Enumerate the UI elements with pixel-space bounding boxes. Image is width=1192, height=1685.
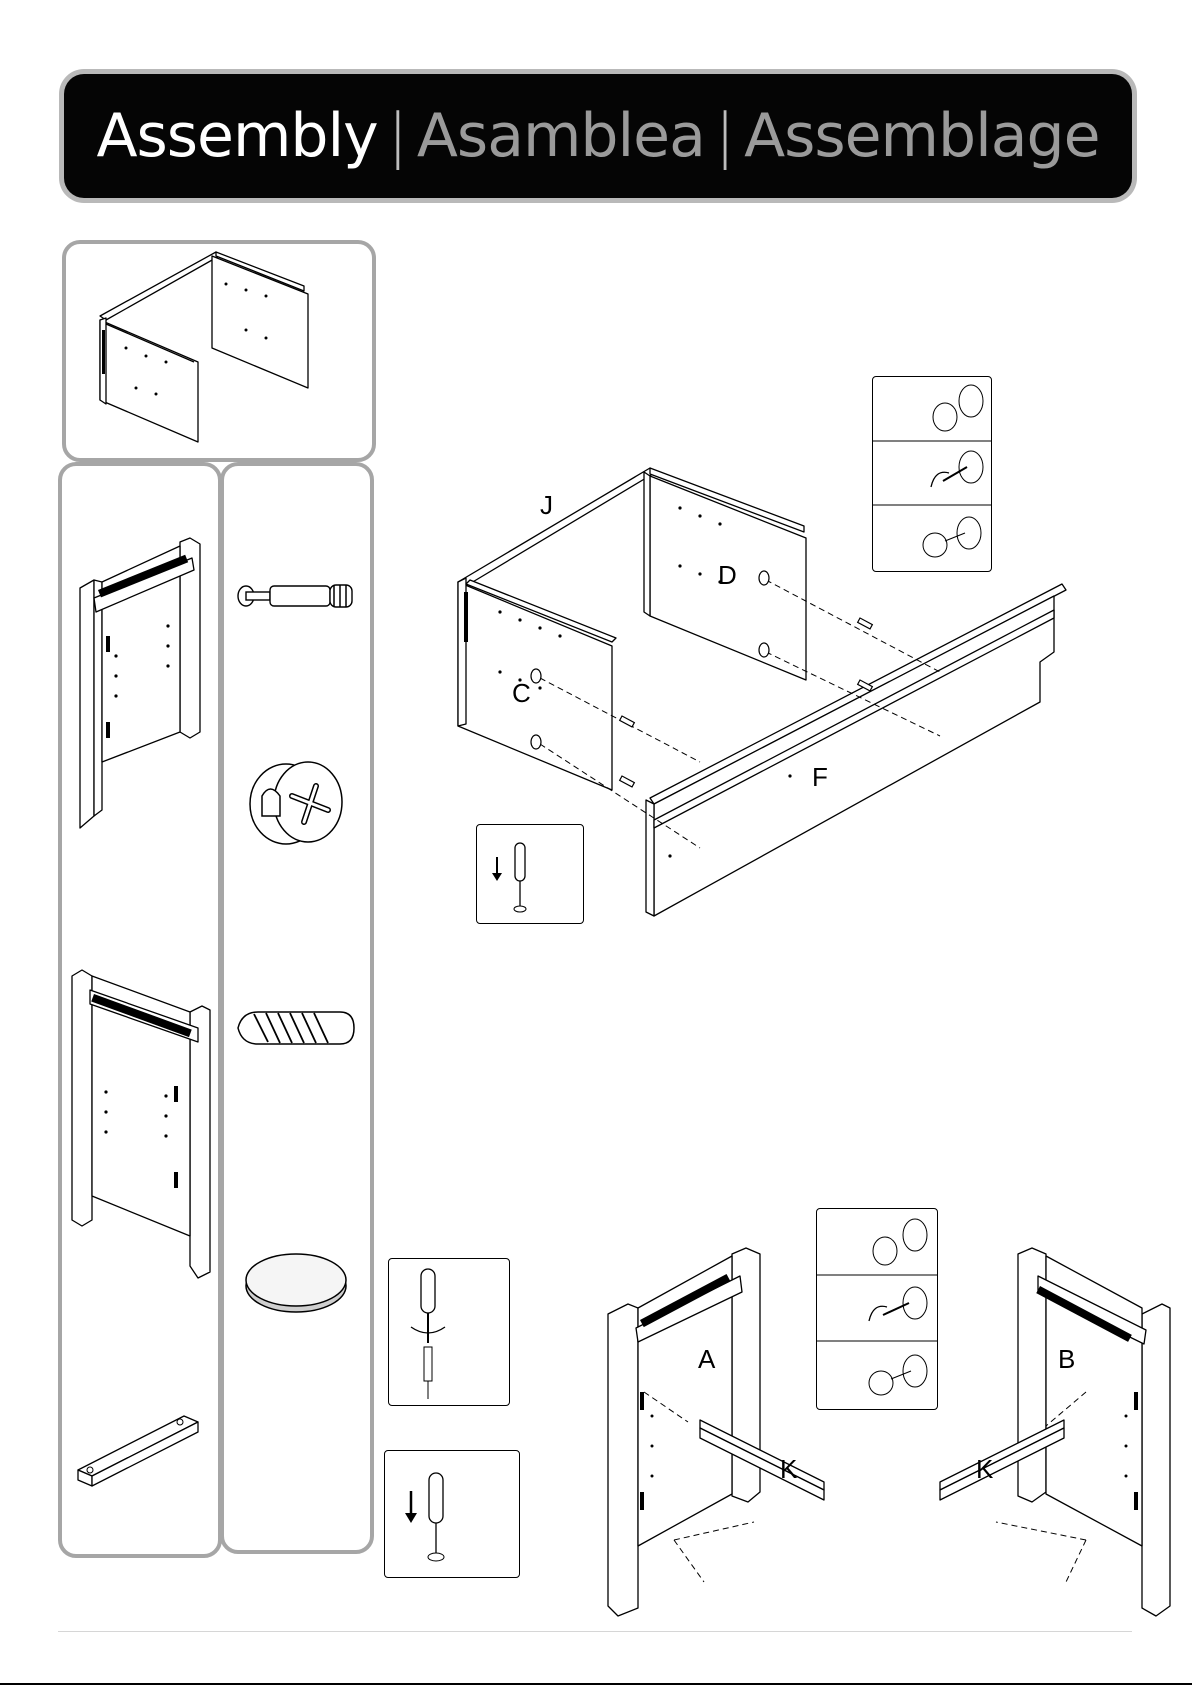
callout-cam-steps-bottom <box>816 1208 938 1410</box>
panel-label-j: J <box>540 492 553 518</box>
title-separator: | <box>715 101 734 171</box>
footer-divider <box>58 1631 1132 1632</box>
assembled-frame-preview-icon <box>66 244 372 458</box>
title-bar: Assembly|Asamblea|Assemblage <box>64 74 1132 198</box>
frame-label-b: B <box>1058 1346 1075 1372</box>
hardware-panel <box>220 462 374 1554</box>
bottom-frame-a-diagram <box>604 1246 844 1616</box>
callout-dowel-bottom <box>384 1450 520 1578</box>
preview-panel <box>62 240 376 462</box>
title-separator: | <box>388 101 407 171</box>
page-title: Assembly|Asamblea|Assemblage <box>64 96 1132 176</box>
title-french: Assemblage <box>744 101 1099 171</box>
cam-lock-icon <box>873 377 991 571</box>
frame-parts-panel <box>58 462 222 1558</box>
panel-label-d: D <box>718 562 737 588</box>
panel-label-f: F <box>812 764 828 790</box>
dowel-insert-icon <box>385 1451 519 1577</box>
panel-label-c: C <box>512 680 531 706</box>
cover-cap-icon <box>238 1246 354 1318</box>
side-frame-a-icon <box>72 536 212 856</box>
bottom-frame-b-diagram <box>936 1246 1176 1616</box>
callout-dowel-top <box>476 824 584 924</box>
callout-screwdriver-bottom <box>388 1258 510 1406</box>
rail-k-icon <box>72 1412 202 1488</box>
cam-lock-icon <box>817 1209 937 1409</box>
screwdriver-icon <box>389 1259 509 1405</box>
wood-dowel-icon <box>234 1006 360 1050</box>
dowel-insert-icon <box>477 825 583 923</box>
side-frame-b-icon <box>70 966 214 1286</box>
frame-label-a: A <box>698 1346 715 1372</box>
title-english: Assembly <box>96 101 377 171</box>
cam-lock-icon <box>244 746 354 856</box>
title-spanish: Asamblea <box>417 101 705 171</box>
rail-label-k-left: K <box>780 1456 797 1482</box>
cam-bolt-icon <box>234 576 360 620</box>
callout-cam-steps-top <box>872 376 992 572</box>
rail-label-k-right: K <box>976 1456 993 1482</box>
